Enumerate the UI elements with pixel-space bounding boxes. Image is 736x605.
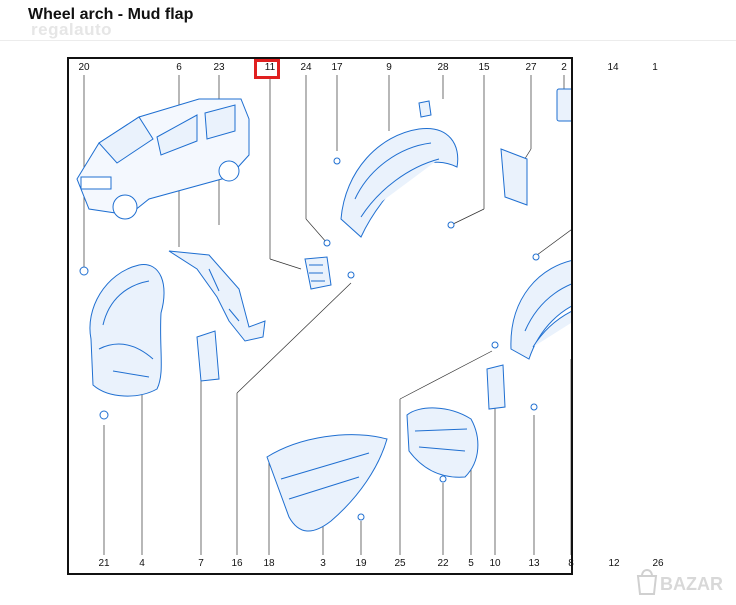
- part-label-7[interactable]: 7: [198, 558, 204, 569]
- page-title: Wheel arch - Mud flap: [28, 6, 194, 23]
- part-label-24[interactable]: 24: [300, 62, 312, 73]
- highlight-box: [254, 59, 280, 79]
- bazar-bag-icon: [636, 569, 658, 595]
- part-label-9[interactable]: 9: [386, 62, 392, 73]
- divider: [0, 40, 736, 41]
- part-label-17[interactable]: 17: [331, 62, 343, 73]
- part-label-22[interactable]: 22: [437, 558, 449, 569]
- part-label-6[interactable]: 6: [176, 62, 182, 73]
- part-label-3[interactable]: 3: [320, 558, 326, 569]
- part-label-27[interactable]: 27: [525, 62, 537, 73]
- part-label-13[interactable]: 13: [528, 558, 540, 569]
- part-label-8[interactable]: 8: [568, 558, 574, 569]
- part-label-10[interactable]: 10: [489, 558, 501, 569]
- part-label-2[interactable]: 2: [561, 62, 567, 73]
- part-label-20[interactable]: 20: [78, 62, 90, 73]
- part-label-25[interactable]: 25: [394, 558, 406, 569]
- part-label-26[interactable]: 26: [652, 558, 664, 569]
- part-label-15[interactable]: 15: [478, 62, 490, 73]
- part-label-23[interactable]: 23: [213, 62, 225, 73]
- part-label-18[interactable]: 18: [263, 558, 275, 569]
- part-label-1[interactable]: 1: [652, 62, 658, 73]
- bazar-logo: BAZAR: [636, 569, 723, 595]
- part-label-21[interactable]: 21: [98, 558, 110, 569]
- watermark: regalauto: [31, 20, 113, 39]
- part-label-19[interactable]: 19: [355, 558, 367, 569]
- diagram-drawing: [76, 75, 571, 555]
- part-label-16[interactable]: 16: [231, 558, 243, 569]
- parts-diagram: 20 6 23 11 24 17 9 28 15 27 2 14 1 21 4 …: [67, 57, 664, 575]
- part-label-28[interactable]: 28: [437, 62, 449, 73]
- bazar-logo-text: BAZAR: [660, 574, 723, 594]
- part-label-11[interactable]: 11: [264, 62, 276, 73]
- part-label-14[interactable]: 14: [607, 62, 619, 73]
- part-label-5[interactable]: 5: [468, 558, 474, 569]
- part-label-4[interactable]: 4: [139, 558, 145, 569]
- part-label-12[interactable]: 12: [608, 558, 620, 569]
